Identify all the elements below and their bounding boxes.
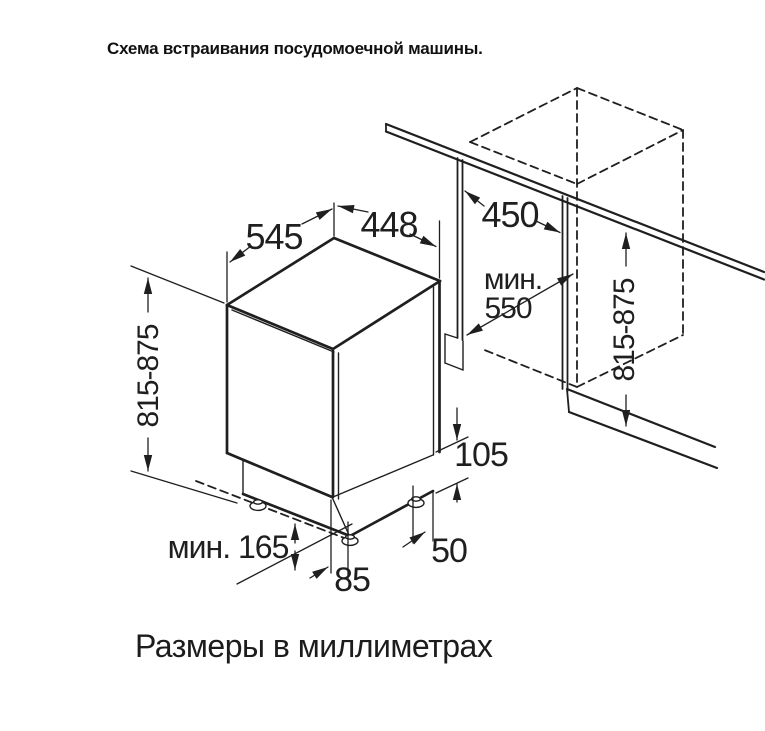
dim-height-right: 815-875: [608, 232, 641, 427]
dim-85: 85: [309, 499, 371, 599]
page-title: Схема встраивания посудомоечной машины.: [107, 39, 483, 58]
dim-105: 105: [435, 407, 509, 503]
dim-50: 50: [402, 485, 468, 570]
cabinet-left-panel: [444, 157, 464, 371]
dim-448-label: 448: [360, 204, 417, 245]
dim-min-165: мин. 165: [168, 523, 353, 585]
dishwasher-outline: [225, 236, 442, 538]
dim-min550-label-1: мин.: [484, 263, 542, 296]
niche-dashed-box: [469, 87, 684, 388]
dim-height-left: 815-875: [130, 265, 238, 504]
dim-min550-label-2: 550: [484, 292, 531, 325]
dim-85-label: 85: [334, 561, 370, 599]
dim-height-right-label: 815-875: [608, 278, 641, 381]
dim-545-label: 545: [245, 216, 302, 257]
right-plinth: [565, 387, 719, 470]
dim-450-label: 450: [481, 194, 538, 235]
floor-dashed-line: [195, 480, 353, 542]
units-caption: Размеры в миллиметрах: [135, 628, 493, 664]
dim-50-label: 50: [431, 532, 467, 570]
dim-450: 450: [464, 190, 561, 235]
dim-448: 448: [337, 204, 441, 279]
dim-min-550: мин. 550: [466, 263, 574, 336]
dim-105-label: 105: [454, 436, 508, 474]
cabinet-right-panel: [561, 195, 569, 392]
dim-height-left-label: 815-875: [132, 324, 165, 427]
countertop: [384, 122, 765, 281]
dim-min165-label: мин. 165: [168, 529, 289, 565]
dim-545: 545: [226, 202, 335, 303]
